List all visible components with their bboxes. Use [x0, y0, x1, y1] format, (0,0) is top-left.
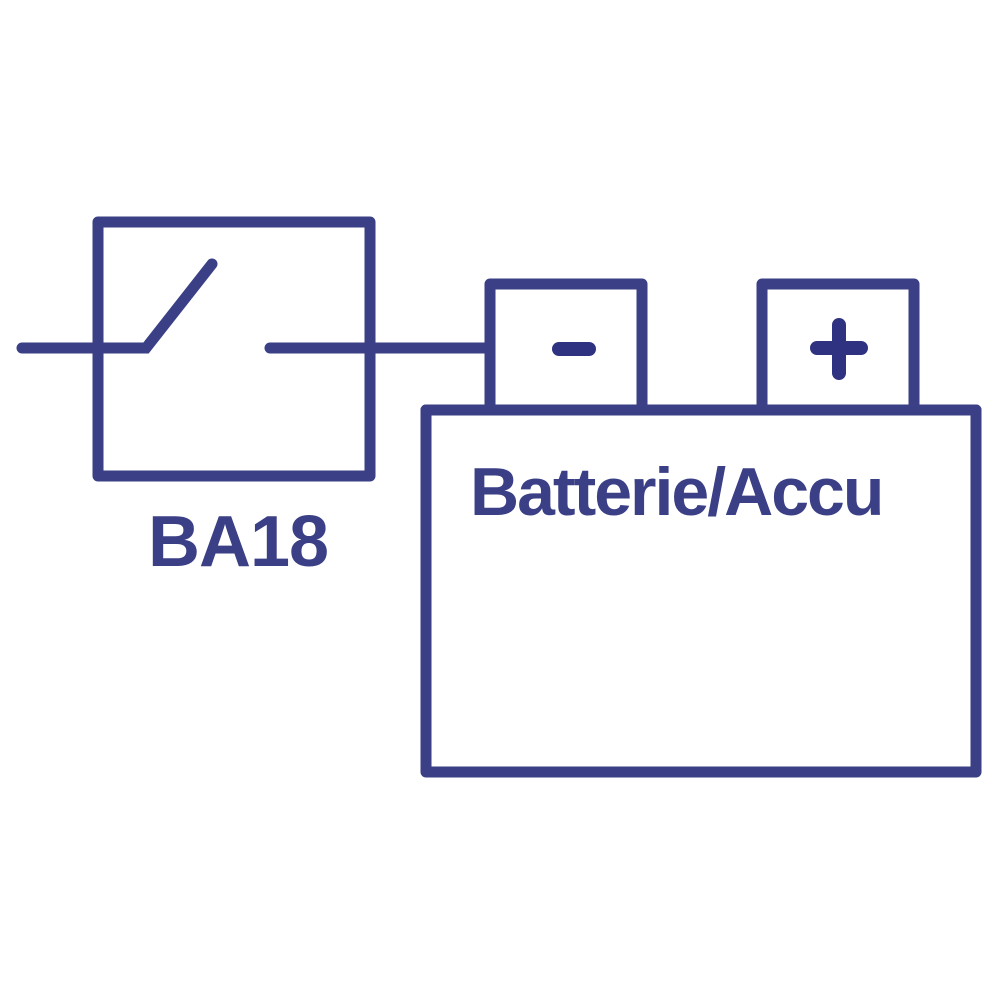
switch-label: BA18	[148, 502, 329, 582]
plus-icon-vertical	[832, 318, 846, 380]
minus-icon	[552, 342, 596, 356]
battery-label: Batterie/Accu	[470, 454, 884, 530]
switch-contact-left	[16, 258, 218, 354]
